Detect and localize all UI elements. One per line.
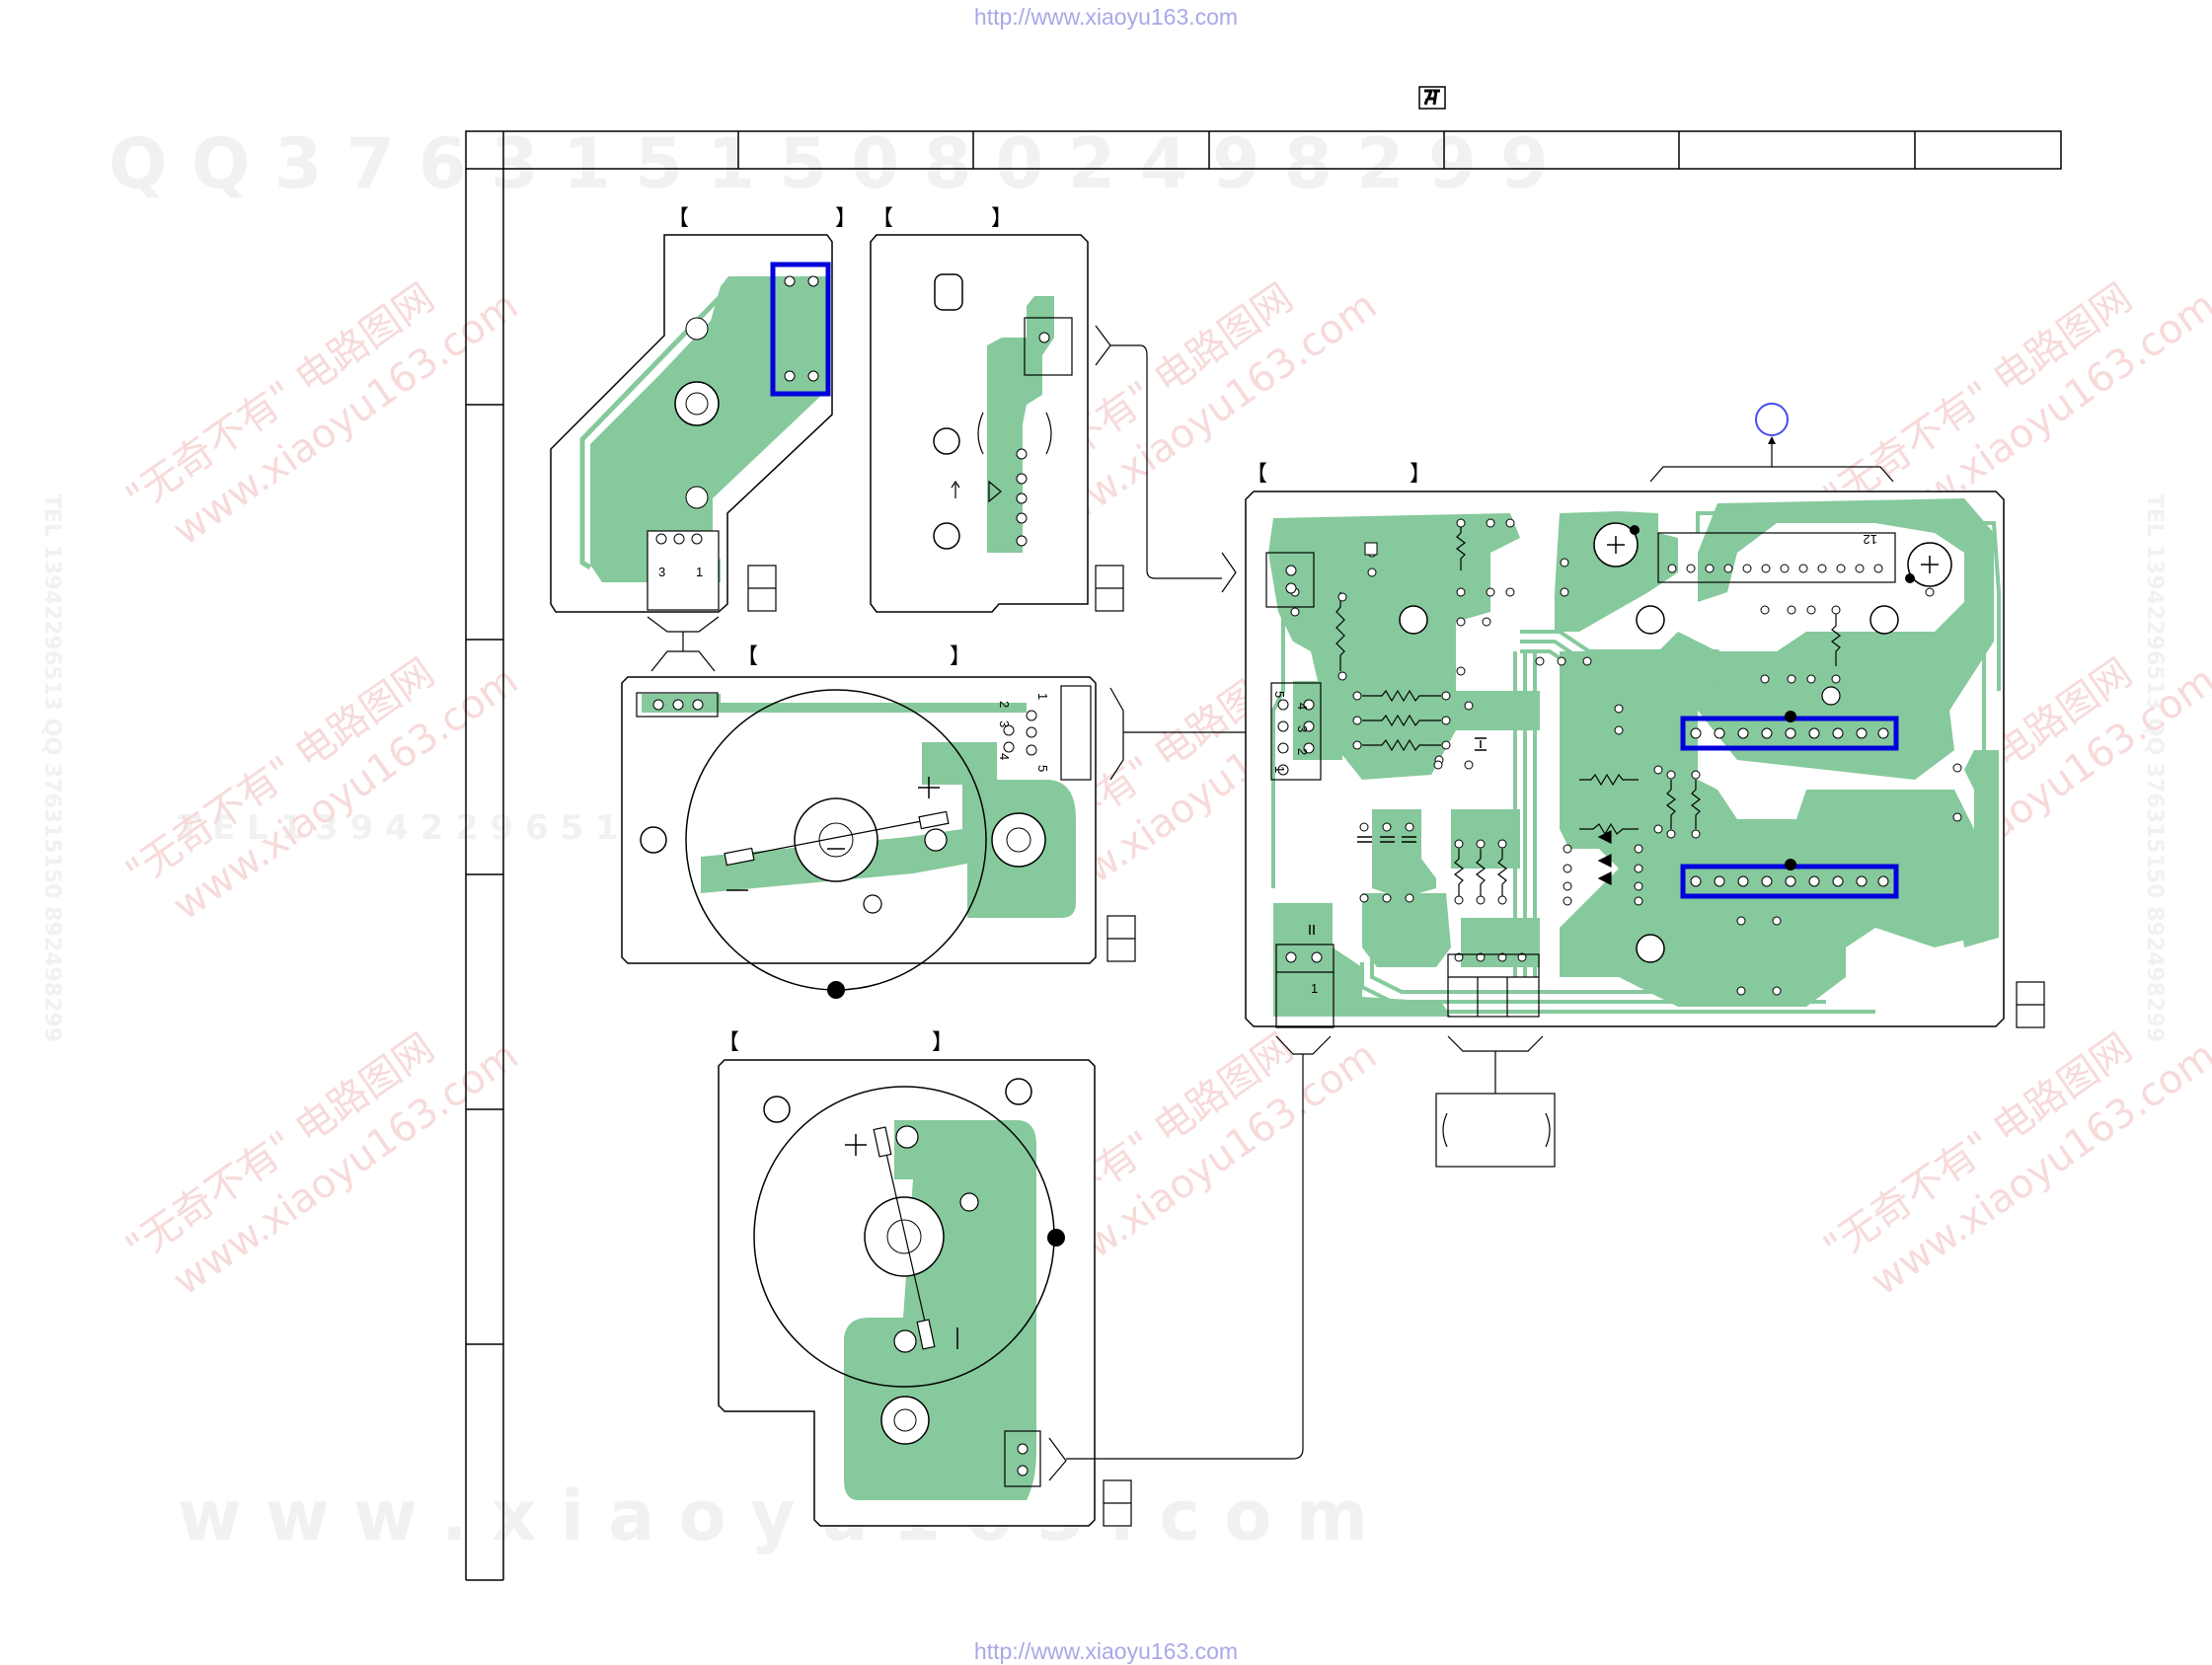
pin-label: 3	[997, 720, 1012, 727]
sony-logo-mark	[1418, 86, 1446, 110]
board-label-bracket: 】	[991, 205, 1013, 230]
pin-label: 1	[1311, 981, 1318, 996]
pin-label: 1	[1035, 693, 1050, 700]
pin-label: 1	[696, 565, 703, 579]
board-label-bracket: 】	[950, 643, 971, 668]
board-label-bracket: 】	[835, 205, 857, 230]
pin-label: 3	[658, 565, 665, 579]
board-label-bracket: 】	[932, 1029, 953, 1054]
board-label-bracket: 【	[736, 643, 758, 668]
board-label-bracket: 】	[1410, 461, 1431, 486]
url-bottom[interactable]: http://www.xiaoyu163.com	[973, 1638, 1239, 1664]
pin-label: 2	[997, 701, 1012, 708]
watermark-qq: Q Q 3 7 6 3 1 5 1 5 0 8 0 2 4 9 8 2 9 9	[109, 123, 1549, 204]
external-box	[1435, 1035, 1556, 1168]
pin-label: 5	[1035, 765, 1050, 772]
harness-wire	[1095, 325, 1237, 593]
watermark-side-left: TEL 13942296513 QQ 376315150 892498299	[39, 493, 64, 1042]
highlight-box	[770, 262, 831, 397]
harness-wire	[1048, 1035, 1332, 1481]
pin-label: 3	[1295, 725, 1310, 732]
marker-circle	[1755, 403, 1789, 436]
pin-label: 5	[1272, 691, 1287, 698]
harness-wire	[1109, 687, 1266, 781]
pin-label: 4	[1295, 703, 1310, 710]
watermark-site: w w w . x i a o y u 1 6 3 . c o m	[178, 1476, 1368, 1556]
board-sensor-top-middle: 【 】	[870, 205, 1124, 613]
watermark-side-right: TEL 13942296513 QQ 376315150 892498299	[2142, 493, 2167, 1042]
pin-label: 2	[1295, 748, 1310, 755]
drawing-frame	[465, 130, 2062, 1581]
board-label-bracket: 【	[667, 205, 689, 230]
board-label-bracket: 【	[1246, 461, 1267, 486]
pin-label: 1	[1272, 766, 1287, 773]
board-main-right: 【 】	[1245, 403, 2045, 1028]
reference-dot	[1047, 1229, 1065, 1247]
reference-dot	[827, 981, 845, 999]
url-top[interactable]: http://www.xiaoyu163.com	[973, 4, 1239, 30]
board-motor-bottom: 【 】	[718, 1029, 1132, 1527]
pin-label: 12	[1864, 532, 1877, 547]
board-motor-middle: 【 】 1 2 3 4 5	[621, 643, 1136, 999]
board-switch-top-left: 【 】 3 1	[550, 205, 857, 672]
pin-label: 4	[997, 753, 1012, 760]
board-label-bracket: 【	[718, 1029, 739, 1054]
board-label-bracket: 【	[872, 205, 893, 230]
